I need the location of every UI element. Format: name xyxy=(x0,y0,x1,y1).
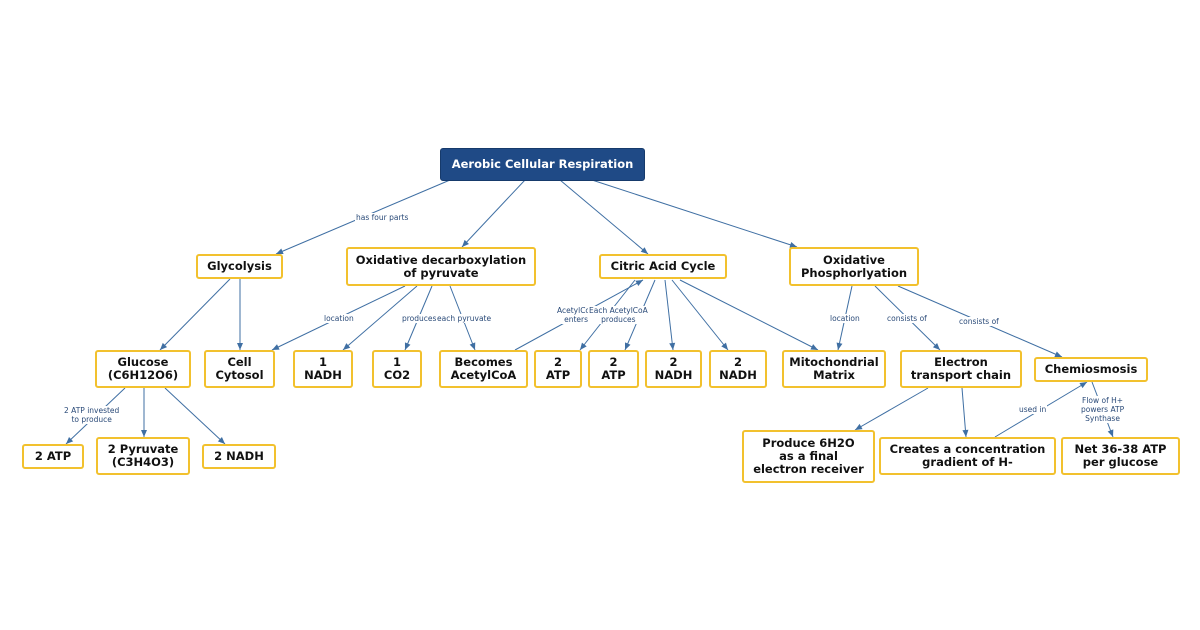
edge-label-location-matrix: location xyxy=(829,314,861,323)
arrowhead-decarb-to-1-nadh xyxy=(343,343,351,350)
edge-cac-to-mitochondrial-matrix xyxy=(679,279,819,351)
arrowhead-ox-phos-to-etc xyxy=(932,342,940,350)
node-glucose[interactable]: Glucose (C6H12O6) xyxy=(95,350,191,388)
arrowhead-root-to-glycolysis xyxy=(276,248,284,255)
arrowhead-cac-to-2-atp-b xyxy=(625,342,631,350)
edge-decarb-to-1-nadh xyxy=(342,285,418,351)
node-glycolysis-2-atp[interactable]: 2 ATP xyxy=(22,444,84,469)
arrowhead-ox-phos-to-chemiosmosis xyxy=(1054,351,1062,357)
edge-label-each-acetylcoa-produces: Each AcetylCoA produces xyxy=(588,306,649,324)
edge-cac-to-2-nadh-b xyxy=(671,279,729,351)
node-2-nadh-a[interactable]: 2 NADH xyxy=(645,350,702,388)
node-concentration-gradient[interactable]: Creates a concentration gradient of H- xyxy=(879,437,1056,475)
arrowhead-etc-to-produce-h2o xyxy=(855,423,863,430)
node-mitochondrial-matrix[interactable]: Mitochondrial Matrix xyxy=(782,350,886,388)
arrowhead-glycolysis-to-cytosol xyxy=(237,343,243,350)
arrowhead-chemiosmosis-to-net-atp xyxy=(1107,429,1114,437)
edge-etc-to-gradient xyxy=(961,387,967,438)
edge-label-consists-of-chemiosmosis: consists of xyxy=(958,317,1000,326)
node-electron-transport-chain[interactable]: Electron transport chain xyxy=(900,350,1022,388)
edge-label-consists-of-etc: consists of xyxy=(886,314,928,323)
node-oxidative-decarboxylation[interactable]: Oxidative decarboxylation of pyruvate xyxy=(346,247,536,286)
arrowhead-decarb-to-cytosol xyxy=(272,344,280,350)
arrowhead-decarb-to-becomes-acetylcoa xyxy=(469,342,476,350)
arrowhead-cac-to-2-atp-a xyxy=(580,342,587,350)
node-becomes-acetylcoa[interactable]: Becomes AcetylCoA xyxy=(439,350,528,388)
arrowhead-cac-to-2-nadh-b xyxy=(721,342,728,350)
arrowhead-cac-to-mitochondrial-matrix xyxy=(810,344,818,350)
arrowhead-root-to-oxidative-decarboxylation xyxy=(462,239,469,247)
arrowhead-etc-to-gradient xyxy=(962,429,969,437)
edge-label-used-in: used in xyxy=(1018,405,1048,414)
edge-root-to-oxidative-decarboxylation xyxy=(461,179,526,248)
arrowhead-decarb-to-1-co2 xyxy=(404,342,411,350)
edge-label-atp-invested: 2 ATP invested to produce xyxy=(63,406,121,424)
edge-glycolysis-to-glucose xyxy=(159,278,231,351)
node-glycolysis-2-nadh[interactable]: 2 NADH xyxy=(202,444,276,469)
node-citric-acid-cycle[interactable]: Citric Acid Cycle xyxy=(599,254,727,279)
node-cell-cytosol[interactable]: Cell Cytosol xyxy=(204,350,275,388)
node-glycolysis[interactable]: Glycolysis xyxy=(196,254,283,279)
node-2-atp-b[interactable]: 2 ATP xyxy=(588,350,639,388)
node-chemiosmosis[interactable]: Chemiosmosis xyxy=(1034,357,1148,382)
arrowhead-ox-phos-to-matrix xyxy=(836,342,843,350)
node-1-co2[interactable]: 1 CO2 xyxy=(372,350,422,388)
arrowhead-glucose-to-2-atp xyxy=(66,437,74,444)
arrowhead-glucose-to-2-pyruvate xyxy=(141,430,147,437)
edge-label-acetylcoa-enters: AcetylCoA enters xyxy=(556,306,597,324)
edge-root-to-citric-acid-cycle xyxy=(559,179,649,255)
node-net-atp[interactable]: Net 36-38 ATP per glucose xyxy=(1061,437,1180,475)
node-produce-6h2o[interactable]: Produce 6H2O as a final electron receive… xyxy=(742,430,875,483)
node-2-nadh-b[interactable]: 2 NADH xyxy=(709,350,767,388)
arrowhead-gradient-to-chemiosmosis xyxy=(1079,382,1087,389)
edge-label-produces: produces xyxy=(401,314,438,323)
edge-etc-to-produce-h2o xyxy=(854,387,929,431)
edge-root-to-oxidative-phosphorlyation xyxy=(591,179,798,248)
edge-label-flow-of-h: Flow of H+ powers ATP Synthase xyxy=(1080,396,1126,423)
edge-label-has-four-parts: has four parts xyxy=(355,213,410,222)
edge-label-location: location xyxy=(323,314,355,323)
root-node-aerobic-cellular-respiration[interactable]: Aerobic Cellular Respiration xyxy=(440,148,645,181)
node-oxidative-phosphorlyation[interactable]: Oxidative Phosphorlyation xyxy=(789,247,919,286)
node-1-nadh[interactable]: 1 NADH xyxy=(293,350,353,388)
arrowhead-glucose-to-2-nadh xyxy=(217,437,225,444)
edge-glucose-to-2-nadh xyxy=(164,387,226,445)
arrowhead-acetylcoa-to-citric-acid-cycle xyxy=(635,280,643,286)
edge-label-each-pyruvate: each pyruvate xyxy=(436,314,493,323)
arrowhead-glycolysis-to-glucose xyxy=(160,342,168,350)
arrowhead-root-to-oxidative-phosphorlyation xyxy=(789,241,797,248)
edge-cac-to-2-nadh-a xyxy=(664,279,674,351)
node-2-atp-a[interactable]: 2 ATP xyxy=(534,350,582,388)
arrowhead-cac-to-2-nadh-a xyxy=(669,342,676,350)
arrowhead-root-to-citric-acid-cycle xyxy=(640,247,648,254)
node-2-pyruvate[interactable]: 2 Pyruvate (C3H4O3) xyxy=(96,437,190,475)
